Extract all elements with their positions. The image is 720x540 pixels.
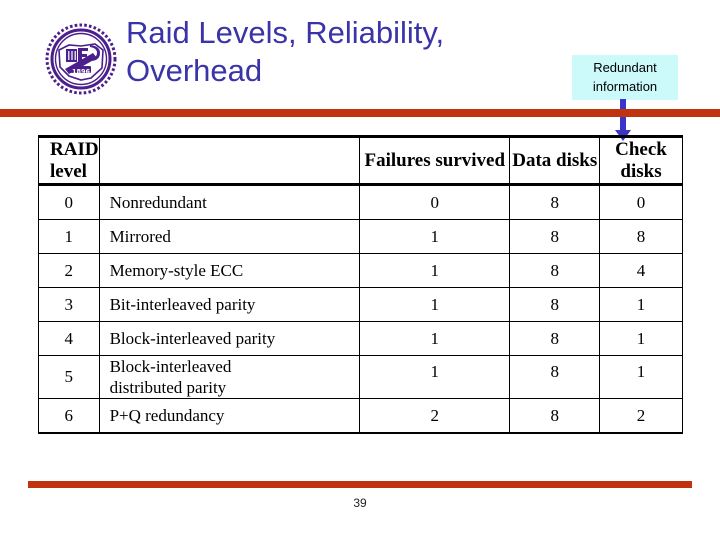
raid-table-container: RAID level Failures survived Data disks … — [38, 135, 683, 434]
down-arrow-icon — [615, 130, 631, 141]
page-title: Raid Levels, Reliability, Overhead — [126, 14, 556, 90]
cell-check-disks: 4 — [599, 253, 683, 288]
cell-failures-survived: 1 — [359, 219, 511, 254]
cell-failures-survived: 1 — [359, 321, 511, 356]
cell-raid-level: 5 — [38, 355, 100, 399]
table-header-row: RAID level Failures survived Data disks … — [38, 135, 683, 186]
column-header-failures-survived: Failures survived — [359, 135, 511, 186]
callout-redundant-information: Redundant information — [572, 55, 678, 100]
cell-data-disks: 8 — [509, 219, 601, 254]
column-header-raid-level-name — [98, 135, 361, 186]
cell-raid-level: 2 — [38, 253, 100, 288]
cell-failures-survived: 1 — [359, 287, 511, 322]
cell-raid-name: Block-interleaved parity — [98, 321, 361, 356]
raid-levels-table: RAID level Failures survived Data disks … — [38, 135, 683, 434]
cell-raid-level: 0 — [38, 184, 100, 220]
column-header-raid-level: RAID level — [38, 135, 100, 186]
cell-raid-name: Bit-interleaved parity — [98, 287, 361, 322]
callout-line-1: Redundant — [593, 60, 657, 75]
university-seal-logo: 1896 — [45, 22, 117, 96]
column-header-data-disks: Data disks — [509, 135, 601, 186]
cell-check-disks: 1 — [599, 321, 683, 356]
cell-check-disks: 2 — [599, 398, 683, 433]
cell-failures-survived: 0 — [359, 184, 511, 220]
cell-raid-name: P+Q redundancy — [98, 398, 361, 433]
cell-raid-level: 6 — [38, 398, 100, 433]
cell-raid-level: 4 — [38, 321, 100, 356]
title-line-1: Raid Levels, Reliability, — [126, 15, 445, 50]
footer-divider-rule — [28, 481, 692, 488]
cell-raid-name-line-1: Block-interleaved — [109, 357, 232, 376]
cell-raid-name: Block-interleaved distributed parity — [98, 355, 361, 399]
title-line-2: Overhead — [126, 53, 263, 88]
cell-data-disks: 8 — [509, 184, 601, 220]
column-header-check-disks: Check disks — [599, 135, 683, 186]
cell-check-disks: 1 — [599, 287, 683, 322]
cell-raid-name-line-2: distributed parity — [109, 378, 227, 397]
header-divider-rule — [0, 109, 720, 117]
cell-check-disks: 1 — [599, 355, 683, 399]
cell-data-disks: 8 — [509, 355, 601, 399]
table-header: RAID level Failures survived Data disks … — [38, 135, 683, 186]
svg-text:1896: 1896 — [72, 68, 91, 76]
cell-failures-survived: 1 — [359, 355, 511, 399]
cell-data-disks: 8 — [509, 398, 601, 433]
cell-failures-survived: 1 — [359, 253, 511, 288]
cell-data-disks: 8 — [509, 287, 601, 322]
callout-line-2: information — [592, 79, 658, 94]
cell-raid-name: Memory-style ECC — [98, 253, 361, 288]
cell-data-disks: 8 — [509, 321, 601, 356]
cell-raid-name: Nonredundant — [98, 184, 361, 220]
cell-raid-name: Mirrored — [98, 219, 361, 254]
cell-raid-level: 1 — [38, 219, 100, 254]
cell-raid-level: 3 — [38, 287, 100, 322]
cell-check-disks: 0 — [599, 184, 683, 220]
cell-failures-survived: 2 — [359, 398, 511, 433]
page-number: 39 — [353, 496, 367, 510]
cell-check-disks: 8 — [599, 219, 683, 254]
cell-data-disks: 8 — [509, 253, 601, 288]
